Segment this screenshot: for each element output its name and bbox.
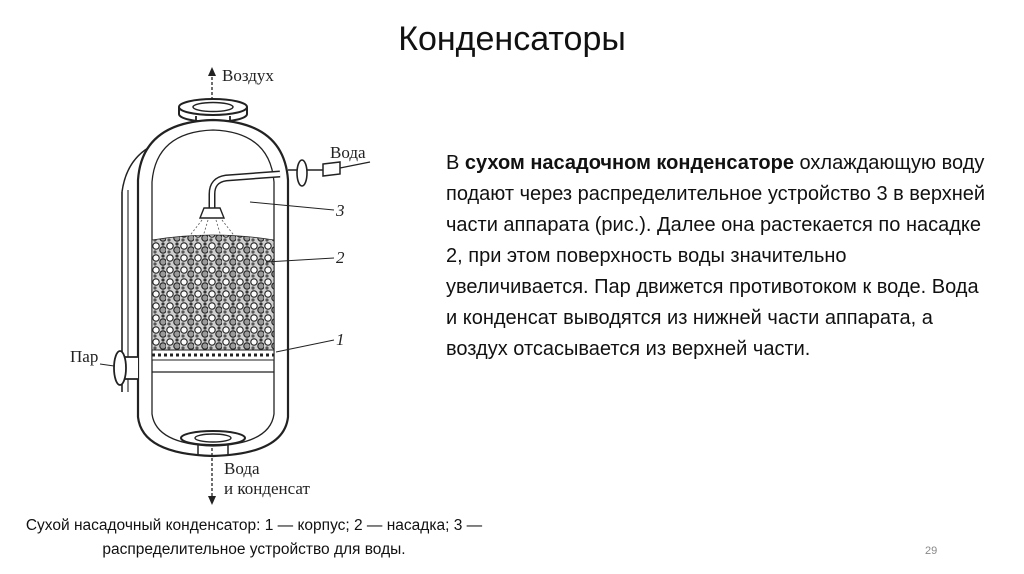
steam-label: Пар [70, 347, 98, 366]
description-rest: охлаждающую воду подают через распредели… [446, 152, 986, 360]
air-outlet-arrow [208, 67, 216, 100]
label-number-2: 2 [336, 248, 345, 267]
outlet-label-line2: и конденсат [224, 479, 310, 498]
slide-title: Конденсаторы [398, 20, 626, 58]
bottom-outlet [180, 430, 246, 505]
water-inlet [288, 159, 371, 187]
outlet-label-line1: Вода [224, 459, 260, 478]
label-number-3: 3 [335, 201, 345, 220]
label-number-1: 1 [336, 330, 345, 349]
condenser-diagram: Воздух Вода [40, 62, 400, 512]
description-prefix: В [446, 152, 465, 174]
page-number: 29 [925, 545, 938, 557]
support-grid [151, 349, 275, 361]
water-inlet-label: Вода [330, 143, 366, 162]
description-bold-term: сухом насадочном конденсаторе [464, 152, 794, 174]
description-paragraph: В сухом насадочном конденсаторе охлаждаю… [446, 148, 986, 365]
distributor-pipe [187, 170, 281, 241]
figure-caption: Сухой насадочный конденсатор: 1 — корпус… [25, 517, 483, 558]
leader-lines [249, 201, 335, 353]
steam-inlet [99, 350, 138, 386]
condenser-drawing: Воздух Вода [70, 66, 371, 505]
air-label: Воздух [222, 66, 274, 85]
top-flange [178, 98, 248, 124]
packing-bed [151, 234, 275, 353]
